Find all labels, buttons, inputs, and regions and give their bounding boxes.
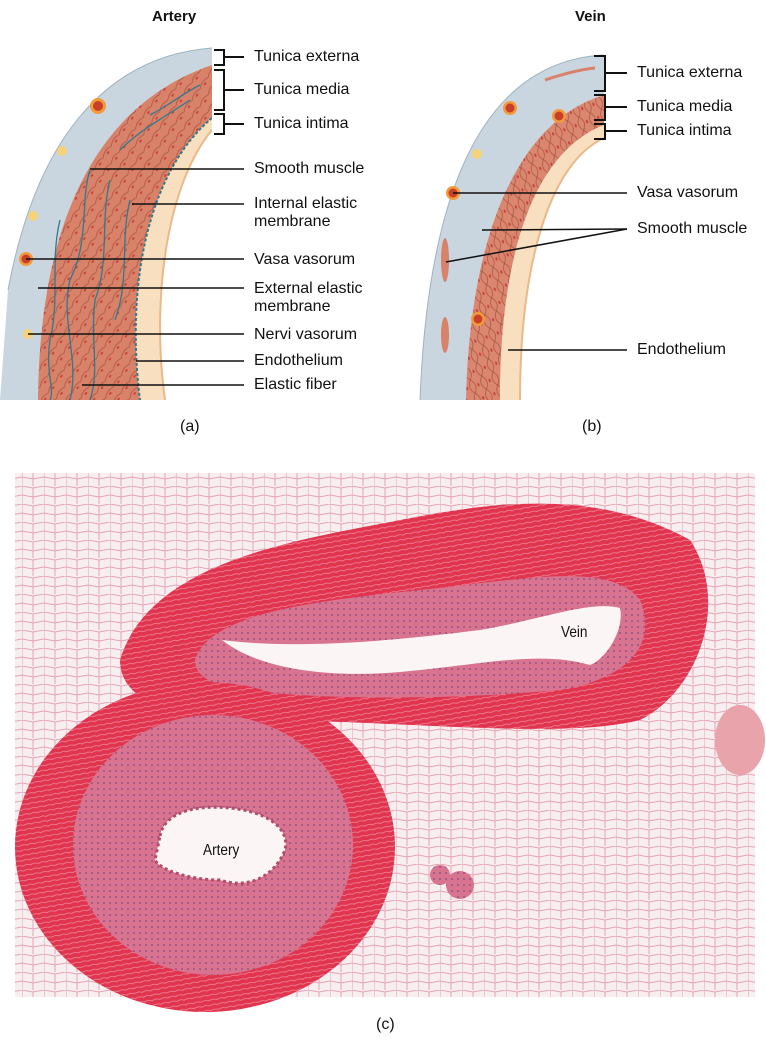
artery-label-endothelium: Endothelium [254,352,343,369]
micrograph-artery [15,682,395,1012]
micrograph-artery-label: Artery [203,842,240,859]
vein-brackets [594,55,627,140]
caption-c: (c) [376,1016,395,1033]
vein-label-tunica-intima: Tunica intima [637,122,732,139]
artery-leader-lines [26,168,244,386]
vein-label-smooth-muscle: Smooth muscle [637,220,748,237]
micrograph-vein [120,503,709,729]
artery-brackets [214,49,244,135]
artery-label-nervi-vasorum: Nervi vasorum [254,326,358,343]
vein-label-vasa-vasorum: Vasa vasorum [637,184,739,201]
caption-b: (b) [582,418,602,435]
vein-layers [419,54,604,400]
artery-label-vasa-vasorum: Vasa vasorum [254,251,356,268]
artery-label-internal-elastic-membrane: Internal elastic membrane [254,195,358,230]
artery-label-tunica-intima: Tunica intima [254,115,349,132]
micrograph-vein-label: Vein [561,624,588,641]
vein-label-tunica-externa: Tunica externa [637,64,743,81]
caption-a: (a) [180,418,200,435]
vein-label-endothelium: Endothelium [637,341,726,358]
artery-title: Artery [152,8,197,25]
artery-label-elastic-fiber: Elastic fiber [254,376,337,393]
artery-layers [0,47,212,400]
artery-label-tunica-externa: Tunica externa [254,48,360,65]
vein-label-tunica-media: Tunica media [637,98,733,115]
vein-title: Vein [575,8,606,25]
artery-wall-illustration [0,47,628,400]
artery-label-external-elastic-membrane: External elastic membrane [254,280,363,315]
artery-label-tunica-media: Tunica media [254,81,350,98]
vein-leader-lines [445,192,628,351]
artery-label-smooth-muscle: Smooth muscle [254,160,365,177]
